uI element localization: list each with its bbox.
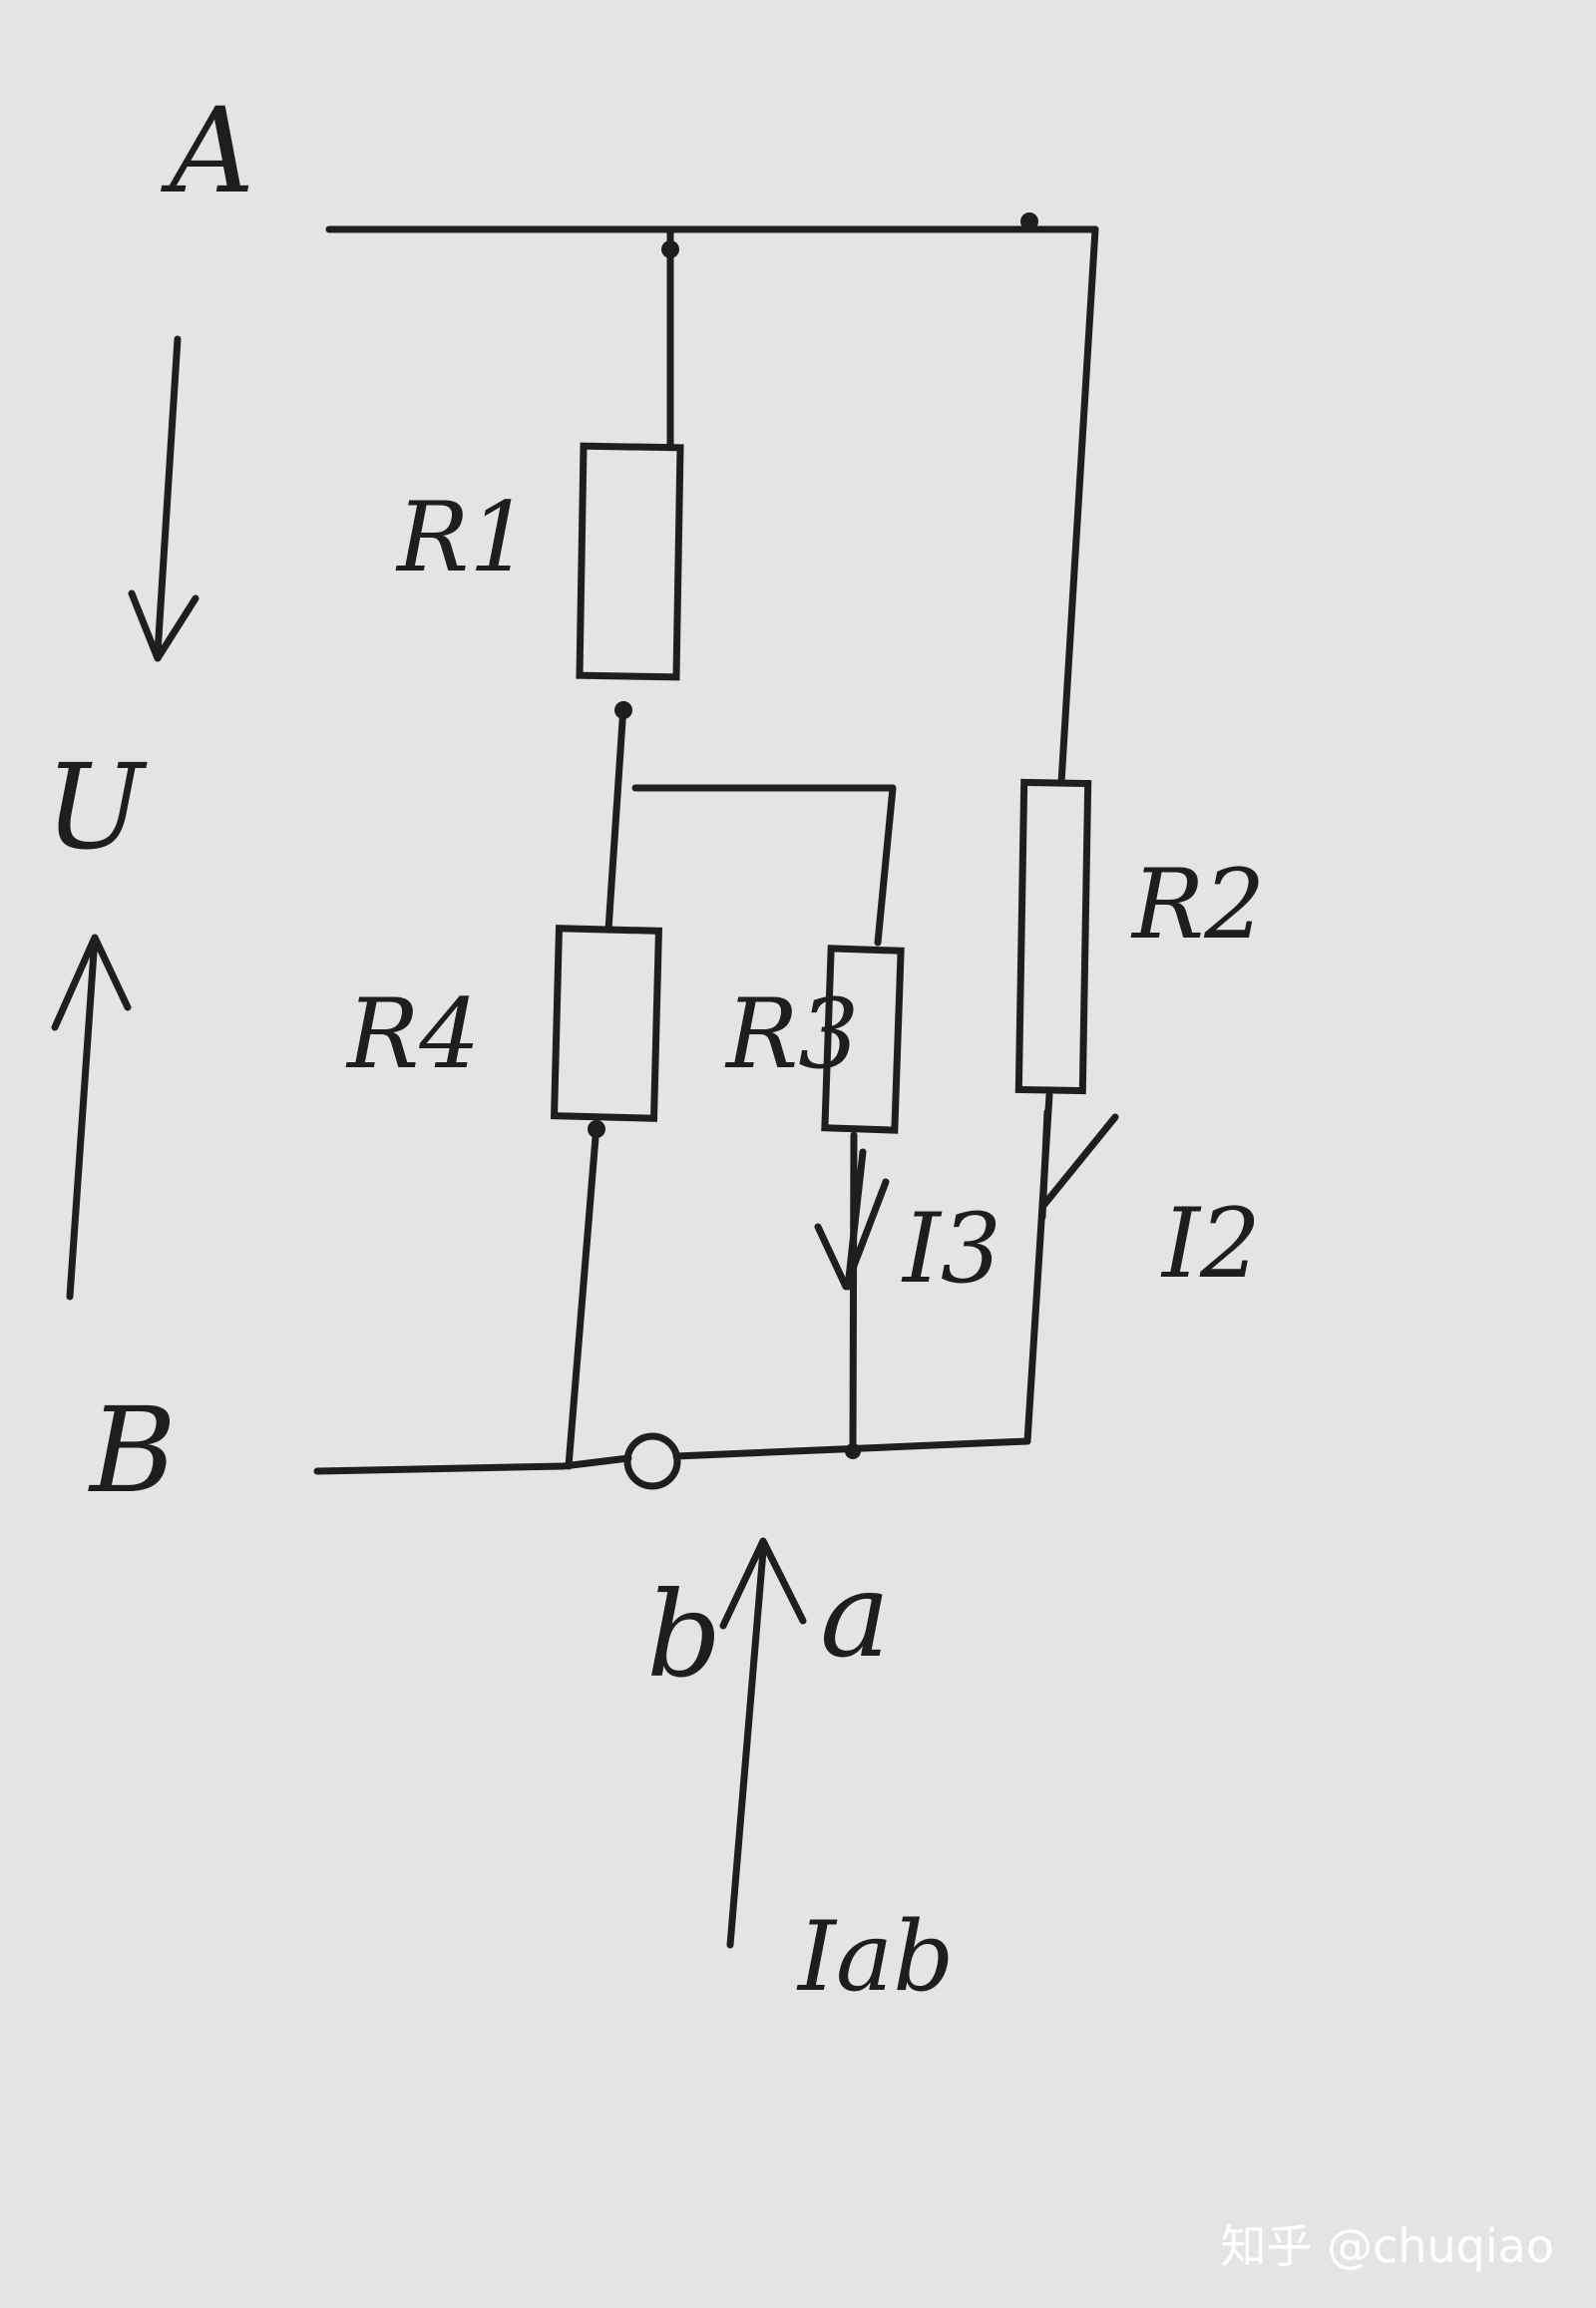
label-i-ab: Iab [796,1901,955,2013]
open-terminal-ab [623,1432,681,1490]
label-r2: R2 [1130,849,1265,961]
label-r1: R1 [395,482,530,593]
resistor-r2 [1014,778,1092,1095]
resistor-r4 [550,925,663,1122]
label-r3: R3 [724,978,859,1090]
wire-bottom-rail [313,1454,632,1475]
label-voltage-u: U [45,738,148,876]
node-r4-bottom [588,1120,605,1138]
wire-junction-r3 [631,784,897,947]
node-r3-bottom [845,1443,861,1459]
wire-r1-r4 [604,702,627,934]
label-node-a: A [161,82,254,219]
wire-r4-bottom [565,1121,600,1470]
label-node-b: B [88,1381,177,1519]
resistor-r3 [821,945,905,1134]
watermark-text: 知乎 @chuqiao [1220,2219,1554,2273]
resistor-r1 [576,442,684,681]
label-r4: R4 [345,978,480,1090]
node-top-right [1020,212,1038,230]
node-top-r1 [661,240,679,258]
label-terminal-a: a [820,1546,890,1684]
voltage-arrow-down [128,335,200,662]
current-arrow-i2 [1038,1108,1119,1221]
current-arrow-iab [719,1537,807,1949]
node-r1-bottom [614,701,632,719]
wire-r3-bottom [849,1131,858,1455]
label-i2: I2 [1160,1188,1261,1300]
label-terminal-b: b [646,1566,722,1704]
label-i3: I3 [901,1193,1001,1305]
wire-right-top [1057,225,1099,787]
voltage-arrow-up [51,934,132,1301]
current-arrow-i3 [814,1148,890,1291]
